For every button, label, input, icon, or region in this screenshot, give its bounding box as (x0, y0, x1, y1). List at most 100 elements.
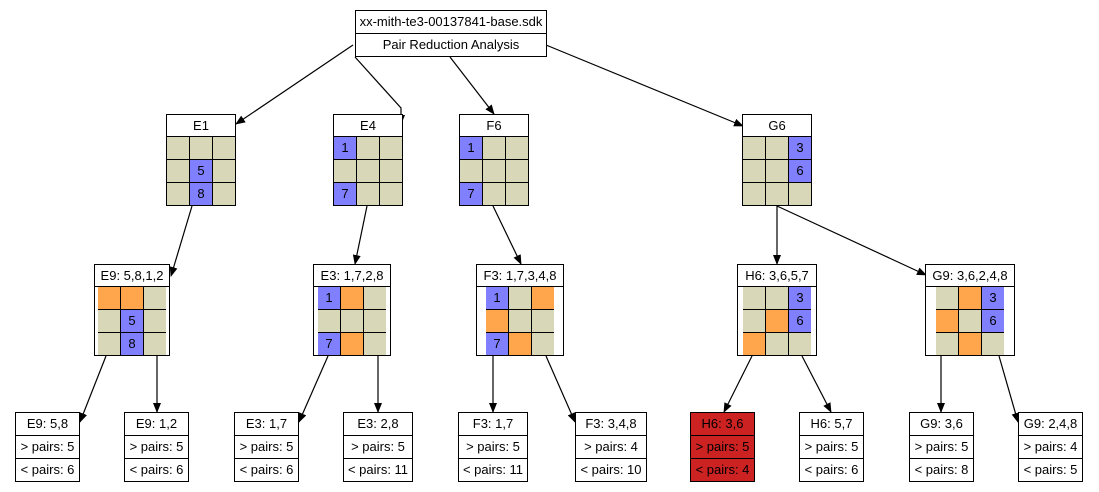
grid-cell-r1c2 (959, 287, 981, 309)
edge-root-f6 (449, 56, 495, 115)
grid-cell-r1c2 (121, 287, 143, 309)
grid-cell-r3c2 (766, 183, 788, 205)
grid-cell-r2c1 (486, 310, 508, 332)
leaf-title: G9: 2,4,8 (1023, 416, 1078, 431)
grid-cell-r2c1 (460, 160, 482, 182)
grid-node-title: E4 (334, 115, 402, 137)
grid-cell-r3c2: 8 (190, 183, 212, 205)
grid-cell-r3c3 (506, 183, 528, 205)
leaf-lt-pairs: < pairs: 6 (235, 458, 298, 481)
leaf-node-e3-2-8: E3: 2,8 > pairs: 5 < pairs: 11 (343, 412, 413, 482)
leaf-gt-pairs: > pairs: 4 (1019, 435, 1082, 458)
leaf-lt-pairs: < pairs: 6 (800, 458, 863, 481)
grid-cell-r2c1 (318, 310, 340, 332)
grid-node-title: G9: 3,6,2,4,8 (926, 265, 1014, 287)
leaf-gt-pairs: > pairs: 5 (800, 435, 863, 458)
grid-node-title: E1 (167, 115, 235, 137)
leaf-title: E9: 1,2 (135, 416, 178, 431)
edge-f3-f3b (545, 355, 576, 423)
leaf-lt-pairs: < pairs: 4 (691, 458, 754, 481)
grid-cell-r2c3: 6 (789, 160, 811, 182)
edge-h6-h6a (723, 355, 753, 413)
grid-cell-r1c3 (144, 287, 166, 309)
leaf-title: G9: 3,6 (920, 416, 963, 431)
grid-cell-r1c3 (380, 137, 402, 159)
grid-cell-r3c3 (144, 333, 166, 355)
leaf-title: H6: 3,6 (701, 416, 744, 431)
edge-e1-e9 (169, 205, 193, 277)
grid-cell-r2c1 (167, 160, 189, 182)
grid-cell-r2c2 (483, 160, 505, 182)
leaf-node-e3-1-7: E3: 1,7 > pairs: 5 < pairs: 6 (234, 412, 299, 482)
edge-root-e1 (235, 44, 354, 125)
edge-e9-e9a (79, 355, 107, 423)
grid-cell-r3c3 (380, 183, 402, 205)
grid-cell-r1c3 (213, 137, 235, 159)
grid-cell-r2c3 (506, 160, 528, 182)
leaf-lt-pairs: < pairs: 11 (344, 458, 412, 481)
grid-cell-r1c1 (936, 287, 958, 309)
grid-cell-r2c3: 6 (982, 310, 1004, 332)
grid-cell-r1c2 (509, 287, 531, 309)
grid-cell-r3c1: 7 (334, 183, 356, 205)
grid-cell-r3c2 (959, 333, 981, 355)
leaf-lt-pairs: < pairs: 8 (910, 458, 973, 481)
grid-cell-r2c2: 5 (190, 160, 212, 182)
leaf-gt-pairs: > pairs: 5 (459, 435, 527, 458)
edge-h6-h6b (801, 355, 832, 413)
grid-cell-r1c1 (743, 137, 765, 159)
leaf-lt-pairs: < pairs: 6 (16, 458, 79, 481)
grid-cell-r1c2 (483, 137, 505, 159)
grid-cell-r3c1 (743, 183, 765, 205)
root-filename: xx-mith-te3-00137841-base.sdk (359, 14, 543, 29)
grid-cell-r3c2 (483, 183, 505, 205)
edge-root-g6 (545, 44, 744, 127)
grid-cell-r2c3 (364, 310, 386, 332)
leaf-title: F3: 3,4,8 (585, 416, 637, 431)
edge-e4-e3 (352, 205, 368, 265)
grid-cell-r3c1: 7 (486, 333, 508, 355)
edge-e3-e3a (298, 355, 329, 423)
leaf-node-h6-3-6-invalid: H6: 3,6 > pairs: 5 < pairs: 4 (690, 412, 755, 482)
grid-cell-r3c3 (532, 333, 554, 355)
grid-cell-r2c1 (98, 310, 120, 332)
grid-cell-r1c1: 1 (486, 287, 508, 309)
leaf-gt-pairs: > pairs: 5 (344, 435, 412, 458)
leaf-gt-pairs: > pairs: 4 (576, 435, 646, 458)
grid-cell-r1c1 (98, 287, 120, 309)
leaf-node-h6-5-7: H6: 5,7 > pairs: 5 < pairs: 6 (799, 412, 864, 482)
grid-node-title: E9: 5,8,1,2 (95, 265, 169, 287)
grid-cell-r2c2: 5 (121, 310, 143, 332)
grid-cell-r1c1: 1 (460, 137, 482, 159)
grid-cell-r3c3 (982, 333, 1004, 355)
grid-cell-r1c2 (190, 137, 212, 159)
grid-cell-r1c1 (167, 137, 189, 159)
grid-cell-r2c2 (509, 310, 531, 332)
leaf-gt-pairs: > pairs: 5 (235, 435, 298, 458)
grid-cell-r2c2 (959, 310, 981, 332)
grid-cell-r2c2 (766, 160, 788, 182)
grid-cell-r3c2 (766, 333, 788, 355)
leaf-node-f3-1-7: F3: 1,7 > pairs: 5 < pairs: 11 (458, 412, 528, 482)
grid-cell-r3c1 (167, 183, 189, 205)
leaf-title: E3: 2,8 (357, 416, 399, 431)
grid-cell-r3c3 (213, 183, 235, 205)
grid-cell-r1c1 (743, 287, 765, 309)
leaf-lt-pairs: < pairs: 6 (125, 458, 188, 481)
leaf-gt-pairs: > pairs: 5 (125, 435, 188, 458)
edge-g9-g9b (998, 355, 1020, 423)
grid-cell-r2c1 (743, 310, 765, 332)
grid-node-title: E3: 1,7,2,8 (314, 265, 390, 287)
grid-cell-r2c1 (334, 160, 356, 182)
grid-node-title: H6: 3,6,5,7 (738, 265, 816, 287)
grid-cell-r3c1: 7 (460, 183, 482, 205)
